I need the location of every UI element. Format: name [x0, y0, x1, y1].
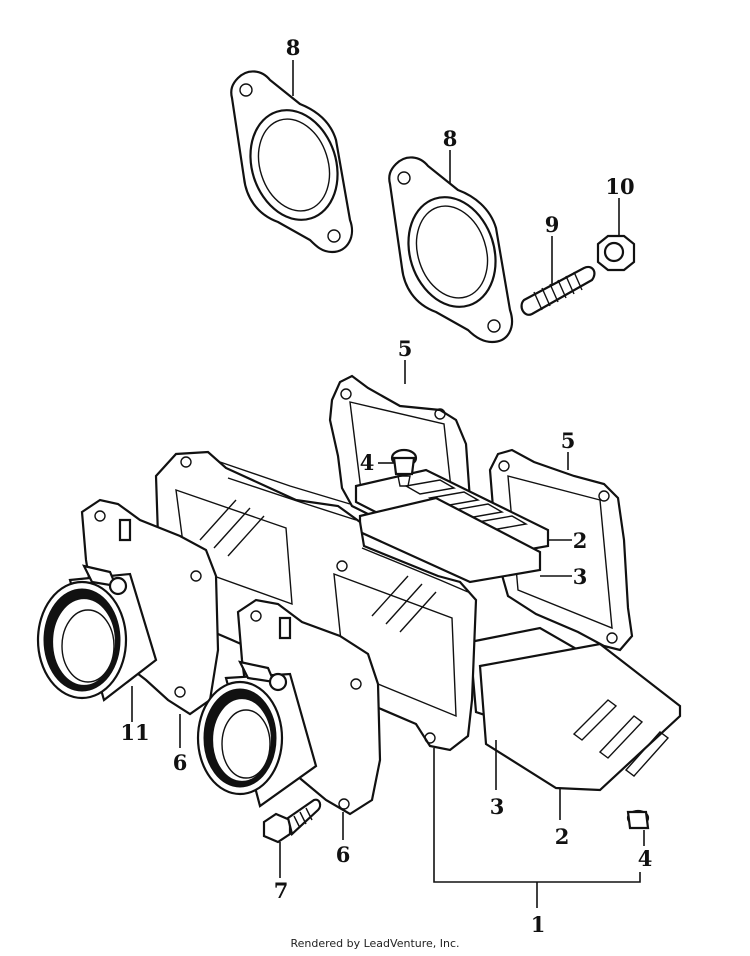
- nut-10: [596, 234, 636, 272]
- callout-2-lower: 2: [555, 824, 570, 849]
- callout-8-upper: 8: [286, 35, 301, 60]
- intake-sleeve-11: [36, 572, 158, 702]
- stud-9: [520, 265, 596, 316]
- gasket-8-upper: [230, 70, 354, 254]
- callout-4-upper: 4: [360, 450, 375, 475]
- callout-6-right: 6: [336, 842, 351, 867]
- callout-11: 11: [120, 720, 149, 745]
- callout-1: 1: [531, 912, 546, 937]
- screw-4-lower: [626, 809, 650, 830]
- callout-10: 10: [605, 174, 634, 199]
- clamp-screw-right: [237, 616, 292, 692]
- callout-4-lower: 4: [638, 846, 653, 871]
- callout-8-lower: 8: [443, 126, 458, 151]
- callout-labels: 8 8 10 9 5 5 4 2 3 11 6 3 2 4 6 7 1: [120, 35, 652, 937]
- callout-3-upper: 3: [573, 564, 588, 589]
- callout-5-upper: 5: [398, 336, 413, 361]
- callout-5-lower: 5: [561, 428, 576, 453]
- footer-credit: Rendered by LeadVenture, Inc.: [290, 937, 460, 950]
- leader-lines: [131, 60, 645, 908]
- callout-2-upper: 2: [573, 528, 588, 553]
- callout-3-lower: 3: [490, 794, 505, 819]
- gasket-8-lower: [388, 156, 514, 344]
- clamp-screw-left: [81, 518, 132, 596]
- callout-6-left: 6: [173, 750, 188, 775]
- reed-petal-2-lower: [478, 642, 682, 792]
- gasket-5-lower: [488, 448, 634, 652]
- intake-sleeve-right: [196, 672, 318, 808]
- callout-9: 9: [545, 212, 560, 237]
- bolt-7: [262, 798, 322, 844]
- callout-7: 7: [274, 878, 289, 903]
- screw-4-upper: [390, 448, 418, 487]
